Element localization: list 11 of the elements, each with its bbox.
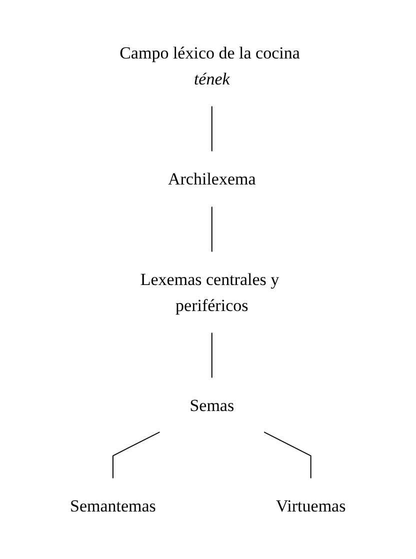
connector xyxy=(212,332,213,378)
node-text: Semas xyxy=(190,396,234,415)
node-text: Virtuemas xyxy=(276,496,346,516)
node-text: Lexemas centrales y periféricos xyxy=(140,270,280,314)
node-text: Campo léxico de la cocina tének xyxy=(120,43,300,88)
node-text: Archilexema xyxy=(168,169,256,188)
connector xyxy=(112,432,160,479)
connector xyxy=(212,106,213,152)
connector xyxy=(264,432,312,479)
node-text: Semantemas xyxy=(70,496,156,516)
connector xyxy=(212,206,213,252)
